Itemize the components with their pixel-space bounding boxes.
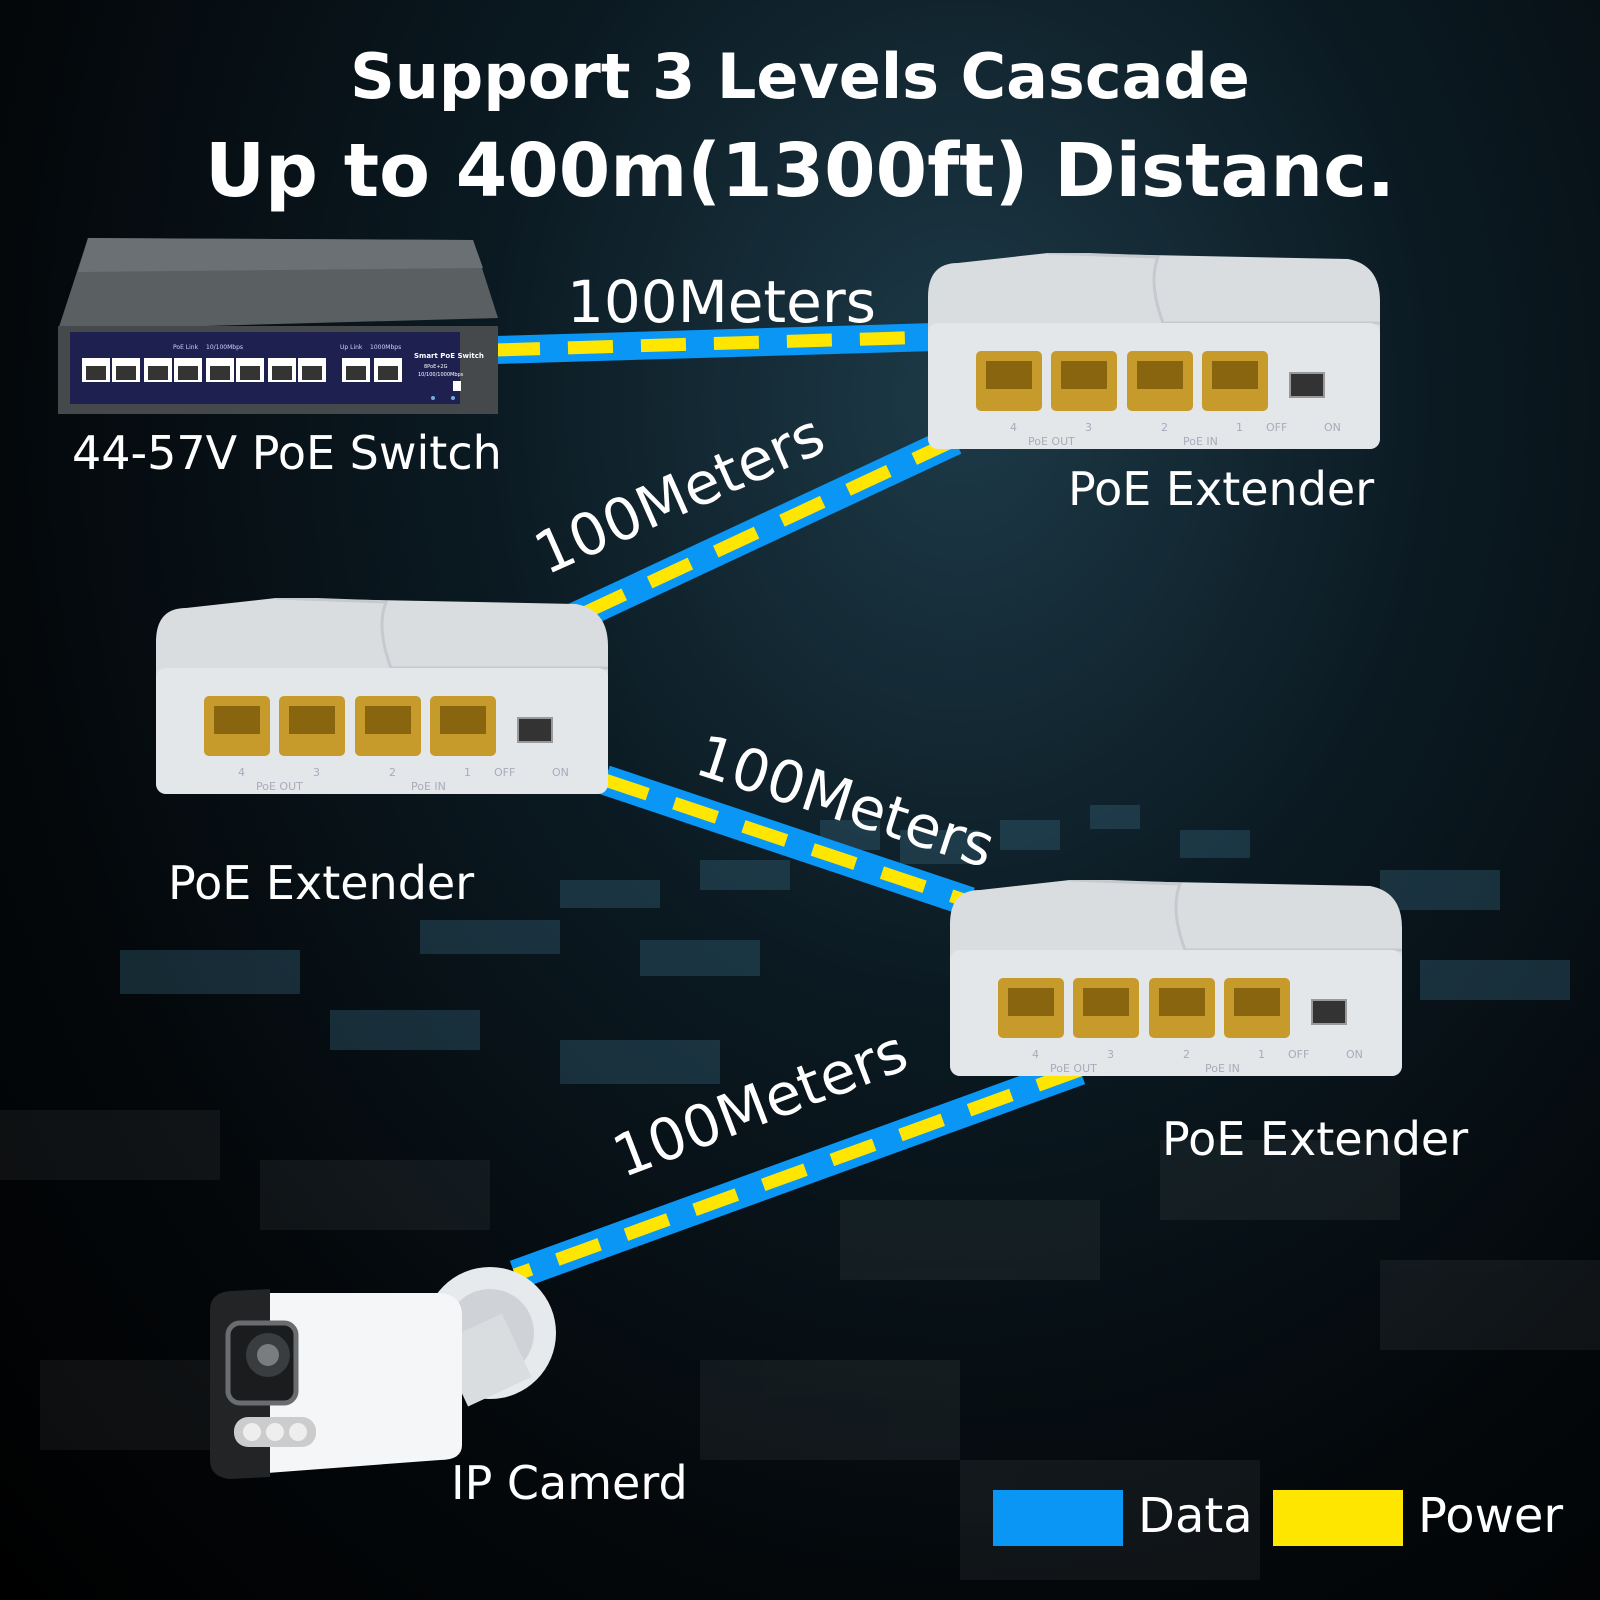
legend-data-label: Data bbox=[1138, 1488, 1253, 1544]
power-line-3 bbox=[602, 773, 973, 909]
extender-2-off-label: OFF bbox=[494, 766, 515, 779]
extender-1-off-label: OFF bbox=[1266, 421, 1287, 434]
switch-speed: 10/100/1000Mbps bbox=[418, 372, 464, 378]
extender-2-poe-in-label: PoE IN bbox=[411, 780, 446, 793]
extender-3-off-label: OFF bbox=[1288, 1048, 1309, 1061]
extender-2-port-3: 3 bbox=[313, 766, 320, 779]
extender-3-on-label: ON bbox=[1346, 1048, 1363, 1061]
extender-1-port-2: 2 bbox=[1161, 421, 1168, 434]
switch-poe-link-label: PoE Link bbox=[173, 344, 199, 351]
extender-2-label: PoE Extender bbox=[168, 856, 475, 910]
extender-1-label: PoE Extender bbox=[1068, 462, 1375, 516]
extender-3-port-1: 1 bbox=[1258, 1048, 1265, 1061]
ip-camera bbox=[210, 1267, 556, 1479]
extender-2-on-label: ON bbox=[552, 766, 569, 779]
switch-uplink-label: Up Link bbox=[340, 344, 363, 351]
extender-3-label: PoE Extender bbox=[1162, 1112, 1469, 1166]
poe-extender-1: 4 3 2 1 OFF ON PoE OUT PoE IN bbox=[928, 253, 1380, 449]
extender-2-port-1: 1 bbox=[464, 766, 471, 779]
power-line-1 bbox=[494, 330, 936, 357]
extender-3-poe-in-label: PoE IN bbox=[1205, 1062, 1240, 1075]
extender-1-on-label: ON bbox=[1324, 421, 1341, 434]
switch-brand: Smart PoE Switch bbox=[414, 352, 484, 360]
poe-extender-2: 4 3 2 1 OFF ON PoE OUT PoE IN bbox=[156, 598, 608, 794]
switch-label: 44-57V PoE Switch bbox=[72, 426, 502, 480]
extender-1-port-1: 1 bbox=[1236, 421, 1243, 434]
title-line-2: Up to 400m(1300ft) Distanc. bbox=[204, 128, 1396, 214]
data-cable-2 bbox=[558, 426, 962, 636]
legend-power-label: Power bbox=[1418, 1488, 1564, 1544]
extender-1-poe-out-label: PoE OUT bbox=[1028, 435, 1075, 448]
switch-uplink-speed-label: 1000Mbps bbox=[370, 344, 401, 351]
extender-2-port-2: 2 bbox=[389, 766, 396, 779]
extender-1-port-4: 4 bbox=[1010, 421, 1017, 434]
extender-3-port-4: 4 bbox=[1032, 1048, 1039, 1061]
switch-poe-speed-label: 10/100Mbps bbox=[206, 344, 243, 351]
extender-2-poe-out-label: PoE OUT bbox=[256, 780, 303, 793]
poe-extender-3: 4 3 2 1 OFF ON PoE OUT PoE IN bbox=[950, 880, 1402, 1076]
extender-1-port-3: 3 bbox=[1085, 421, 1092, 434]
extender-2-port-4: 4 bbox=[238, 766, 245, 779]
legend-data-swatch bbox=[993, 1490, 1123, 1546]
poe-switch: PoE Link 10/100Mbps Up Link 1000Mbps Sma… bbox=[58, 238, 498, 414]
camera-label: IP Camerd bbox=[451, 1456, 688, 1510]
power-line-4 bbox=[512, 1063, 1083, 1282]
switch-model: 8PoE+2G bbox=[424, 364, 448, 370]
link-1-distance: 100Meters bbox=[567, 268, 876, 336]
extender-1-poe-in-label: PoE IN bbox=[1183, 435, 1218, 448]
extender-3-port-2: 2 bbox=[1183, 1048, 1190, 1061]
extender-3-poe-out-label: PoE OUT bbox=[1050, 1062, 1097, 1075]
extender-3-port-3: 3 bbox=[1107, 1048, 1114, 1061]
legend-power-swatch bbox=[1273, 1490, 1403, 1546]
title-line-1: Support 3 Levels Cascade bbox=[350, 40, 1250, 113]
